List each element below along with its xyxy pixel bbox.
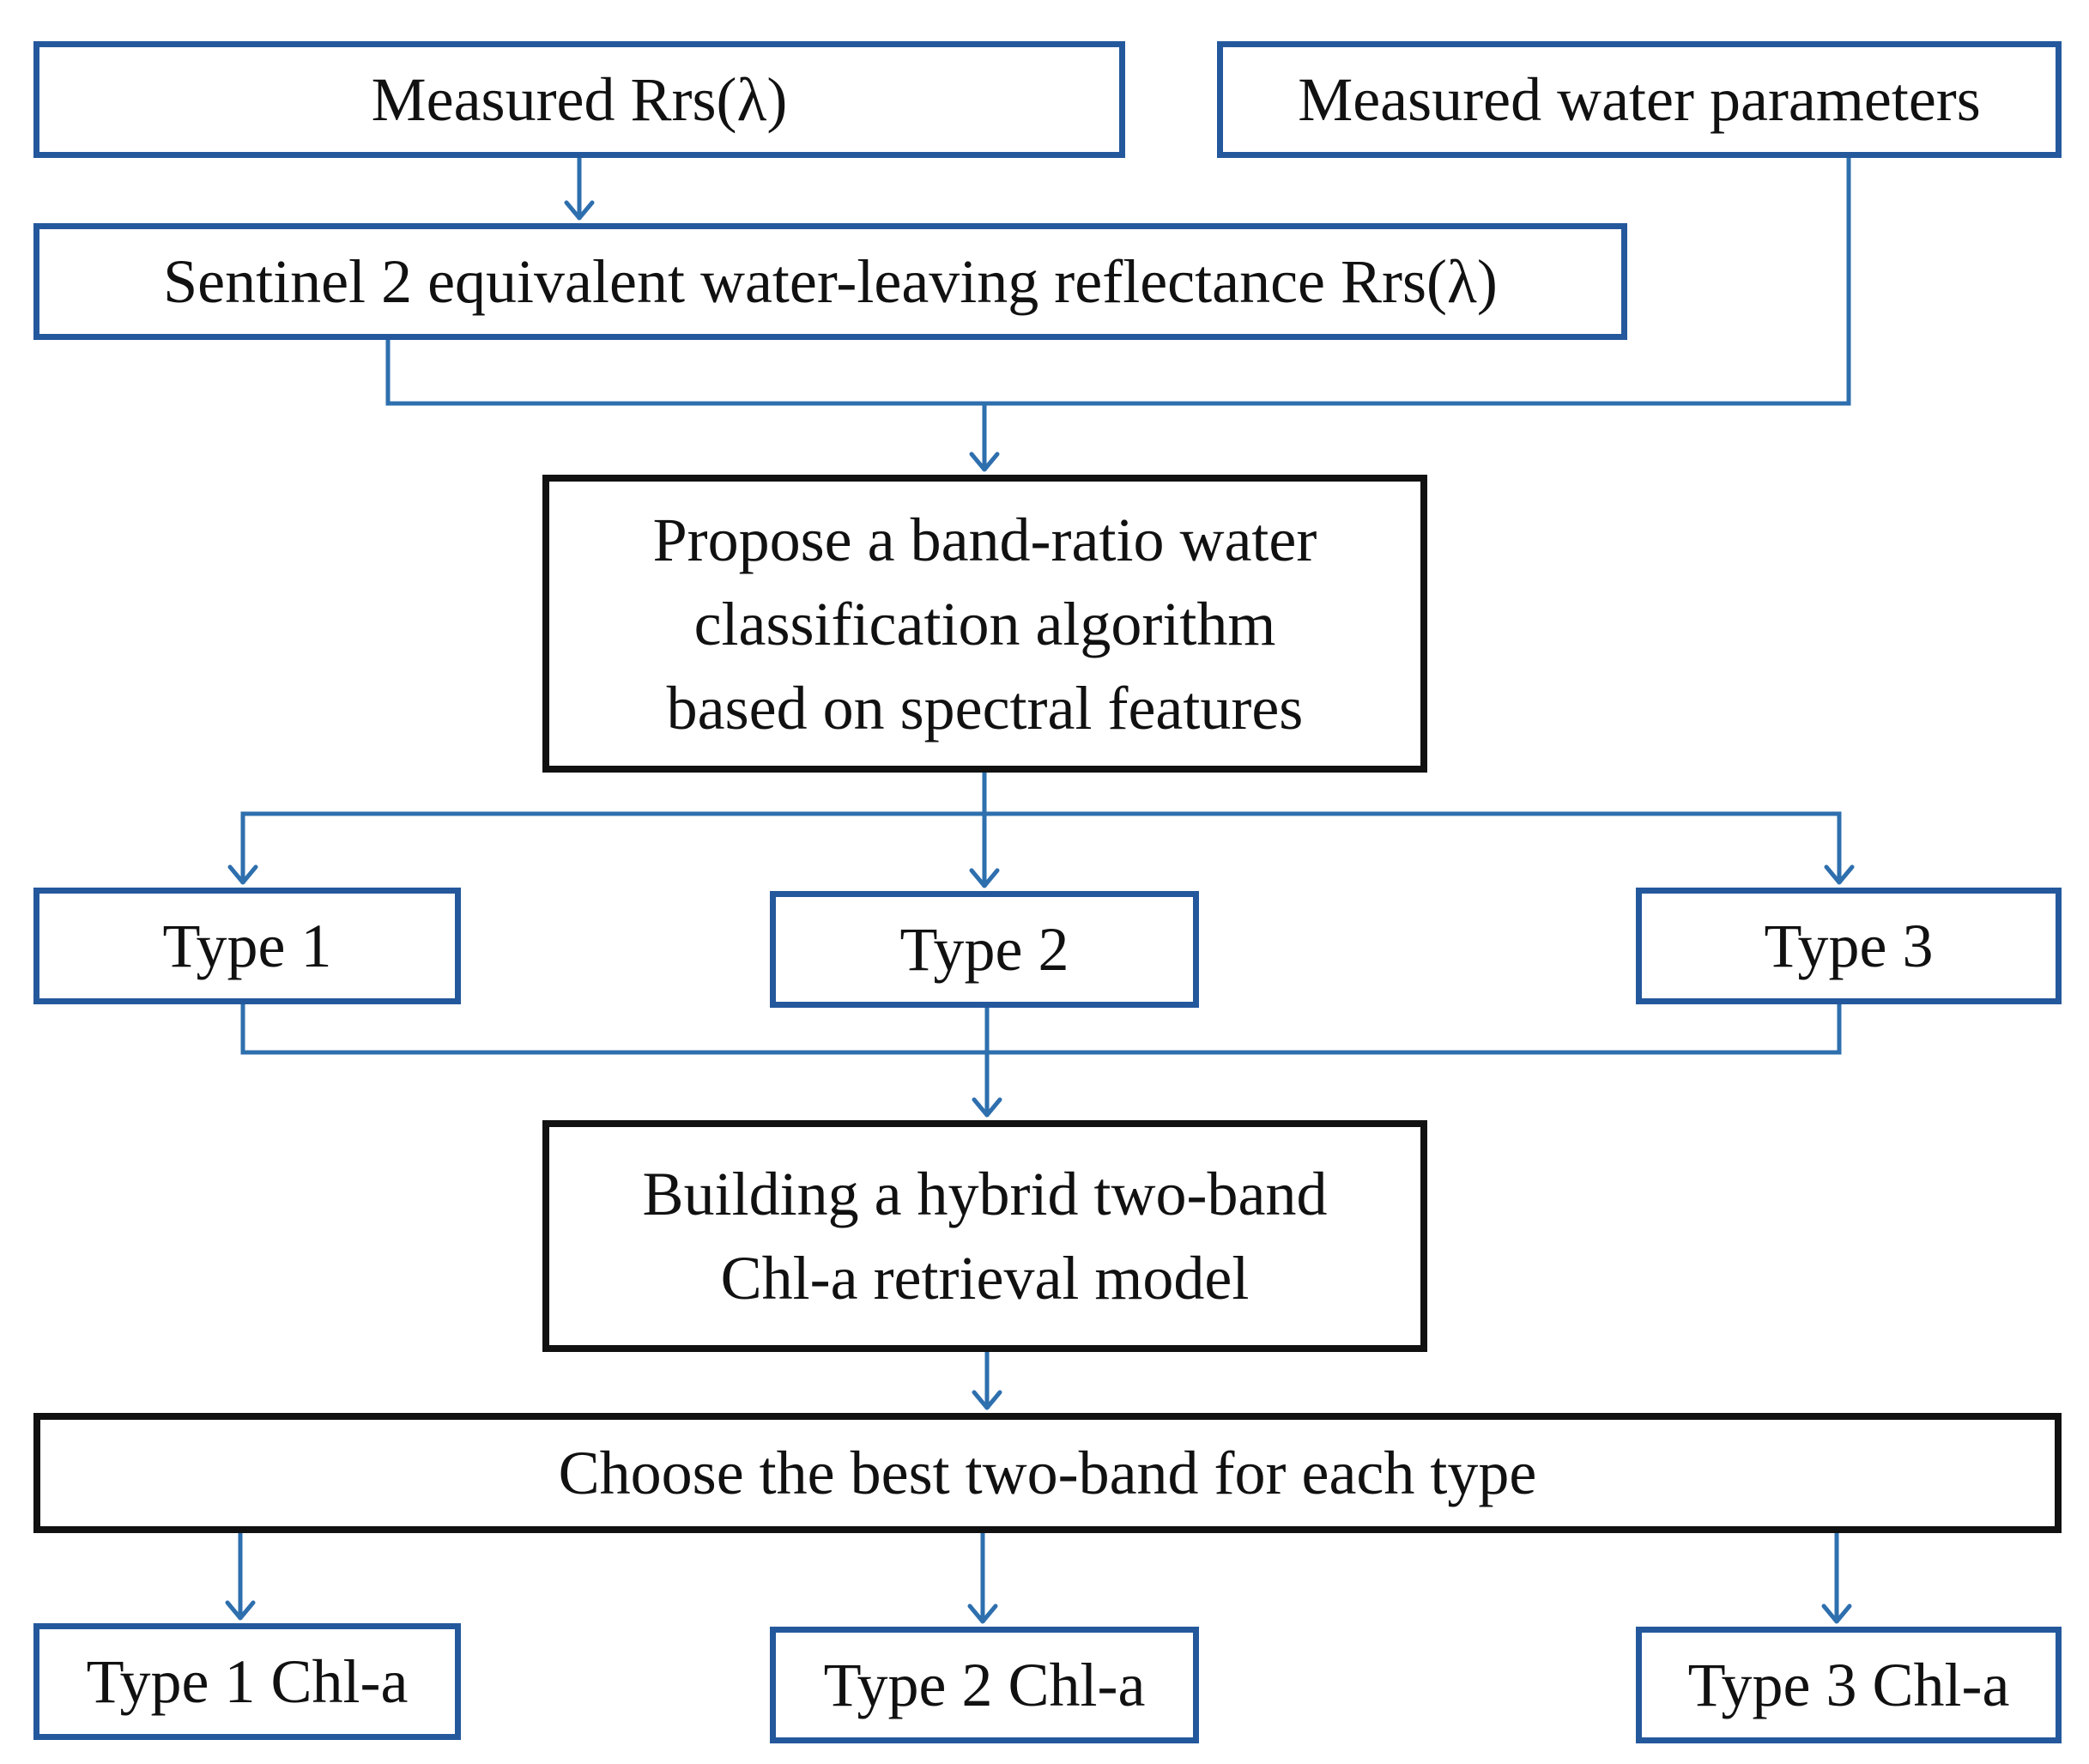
arrowhead-sentinel bbox=[564, 200, 595, 221]
node-hybrid-retrieval-model: Building a hybrid two-band Chl-a retriev… bbox=[542, 1120, 1427, 1352]
arrowhead-classify bbox=[969, 452, 1000, 472]
node-measured-rrs: Measured Rrs(λ) bbox=[33, 41, 1125, 158]
arrowhead-type1 bbox=[227, 864, 258, 885]
arrowhead-type2 bbox=[969, 868, 1000, 888]
node-classification-algorithm: Propose a band-ratio water classificatio… bbox=[542, 475, 1427, 773]
arrowhead-best bbox=[972, 1390, 1002, 1410]
node-type-1: Type 1 bbox=[33, 888, 461, 1004]
node-type-1-chla: Type 1 Chl-a bbox=[33, 1623, 461, 1740]
node-sentinel2-reflectance: Sentinel 2 equivalent water-leaving refl… bbox=[33, 223, 1627, 340]
node-type-2: Type 2 bbox=[770, 891, 1199, 1008]
node-type-3: Type 3 bbox=[1636, 888, 2062, 1004]
arrowhead-type1-chl bbox=[225, 1600, 256, 1621]
arrowhead-type3-chl bbox=[1821, 1603, 1852, 1624]
arrowhead-type2-chl bbox=[967, 1603, 998, 1624]
arrowhead-hybrid bbox=[972, 1097, 1002, 1118]
node-type-2-chla: Type 2 Chl-a bbox=[770, 1627, 1199, 1743]
arrowhead-type3 bbox=[1824, 864, 1855, 885]
node-measured-water-parameters: Measured water parameters bbox=[1217, 41, 2062, 158]
node-best-two-band: Choose the best two-band for each type bbox=[33, 1413, 2062, 1533]
node-type-3-chla: Type 3 Chl-a bbox=[1636, 1627, 2062, 1743]
